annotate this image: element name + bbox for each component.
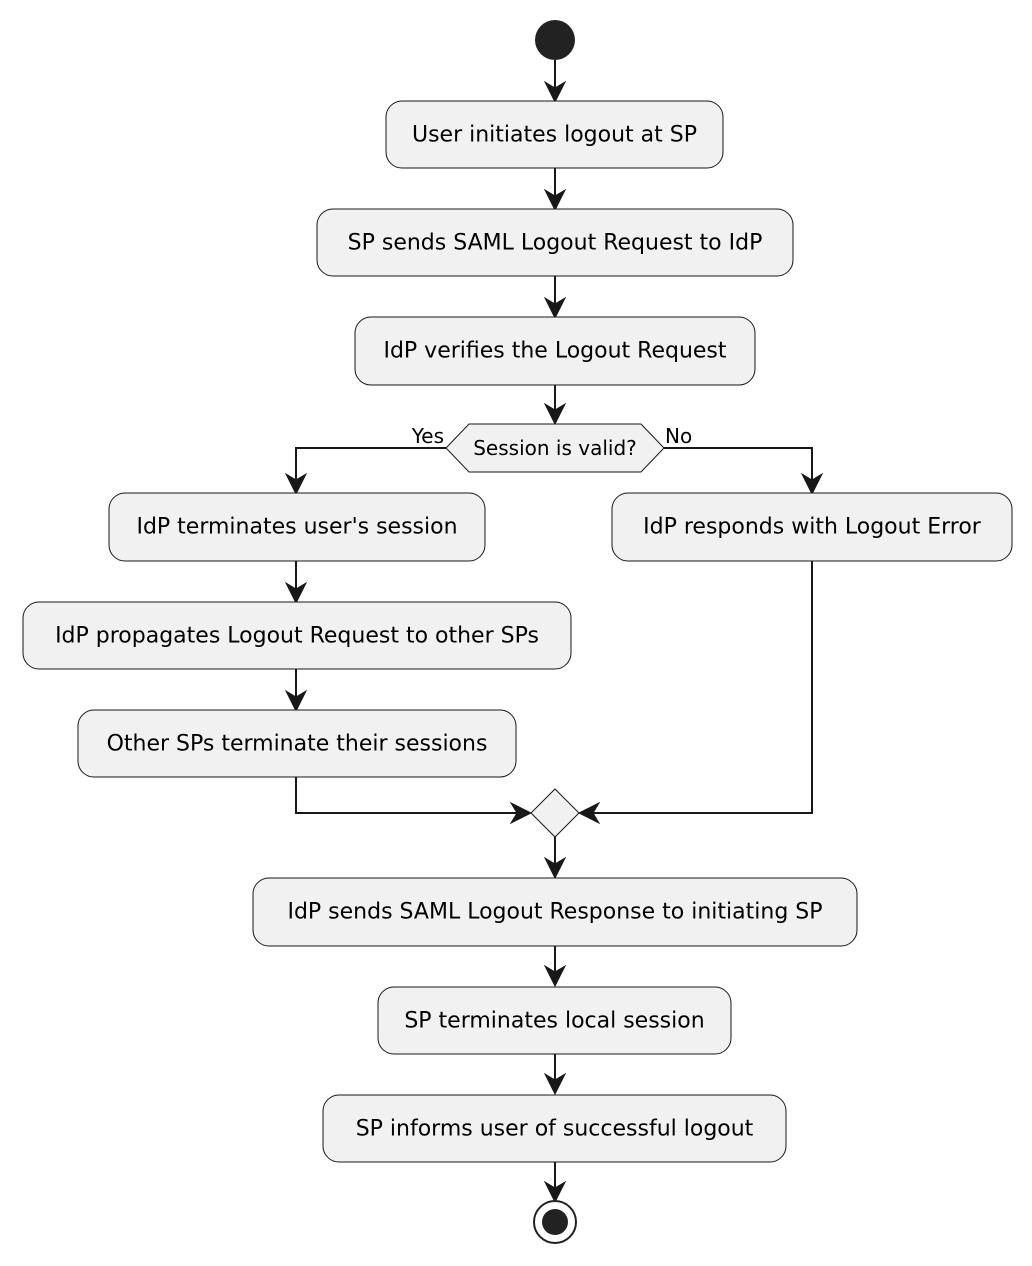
activity-label: IdP sends SAML Logout Response to initia… bbox=[287, 900, 822, 925]
decision-session-valid: Session is valid? Yes No bbox=[411, 423, 692, 473]
activity-label: SP terminates local session bbox=[404, 1009, 704, 1034]
activity-label: IdP propagates Logout Request to other S… bbox=[55, 624, 539, 649]
merge-node bbox=[530, 788, 580, 838]
activity-label: IdP terminates user's session bbox=[136, 515, 457, 540]
activity-label: Other SPs terminate their sessions bbox=[107, 732, 488, 757]
activity-other-sps-terminate: Other SPs terminate their sessions bbox=[77, 709, 517, 778]
arrowheads bbox=[284, 80, 824, 1204]
start-node bbox=[535, 20, 575, 60]
activity-idp-propagates-request: IdP propagates Logout Request to other S… bbox=[22, 601, 572, 670]
activity-idp-verifies-request: IdP verifies the Logout Request bbox=[354, 316, 756, 386]
end-node bbox=[533, 1200, 577, 1244]
activity-label: SP informs user of successful logout bbox=[356, 1117, 754, 1142]
activity-label: IdP responds with Logout Error bbox=[643, 515, 982, 540]
activity-label: IdP verifies the Logout Request bbox=[383, 339, 726, 364]
activity-user-initiates-logout: User initiates logout at SP bbox=[385, 100, 724, 169]
activity-sp-sends-logout-request: SP sends SAML Logout Request to IdP bbox=[316, 208, 794, 277]
decision-no-label: No bbox=[665, 424, 692, 448]
activity-sp-terminates-local-session: SP terminates local session bbox=[377, 986, 732, 1055]
activity-label: SP sends SAML Logout Request to IdP bbox=[348, 231, 763, 256]
activity-idp-terminates-session: IdP terminates user's session bbox=[108, 492, 486, 562]
decision-yes-label: Yes bbox=[411, 424, 444, 448]
activity-sp-informs-user: SP informs user of successful logout bbox=[322, 1094, 787, 1163]
activity-idp-responds-error: IdP responds with Logout Error bbox=[611, 492, 1013, 562]
activity-label: User initiates logout at SP bbox=[412, 123, 697, 148]
activity-idp-sends-logout-response: IdP sends SAML Logout Response to initia… bbox=[252, 877, 858, 947]
decision-question: Session is valid? bbox=[473, 436, 637, 460]
